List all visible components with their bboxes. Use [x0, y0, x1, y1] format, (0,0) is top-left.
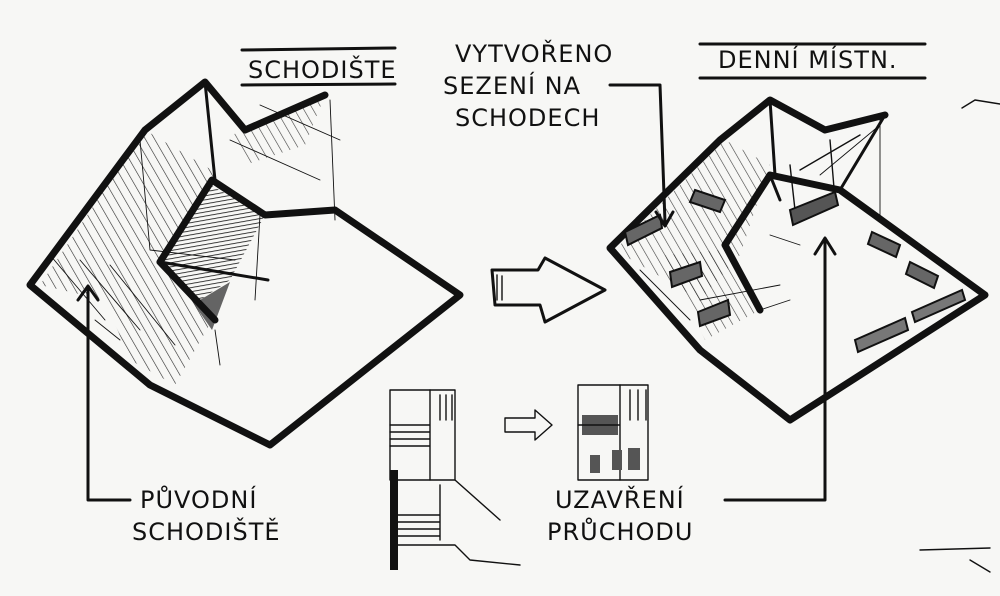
upper-stair-flight — [40, 130, 220, 300]
label-seating-line1: VYTVOŘENO — [455, 39, 613, 68]
stair-shadow — [165, 262, 230, 330]
day-room-construction — [639, 119, 881, 321]
pointer-day-room — [723, 236, 837, 502]
floor-edge — [158, 80, 270, 282]
transform-arrow — [490, 256, 607, 324]
small-arrow — [504, 409, 553, 441]
bench — [668, 260, 704, 289]
bench — [904, 260, 940, 290]
plan-before — [389, 389, 521, 570]
construction-lines — [49, 99, 341, 366]
label-closing-line2: PRŮCHODU — [547, 516, 693, 546]
bench — [866, 230, 902, 259]
closing-arrow-hint — [919, 547, 991, 573]
hanging-seat — [788, 134, 861, 227]
day-room-sketch — [606, 83, 1000, 573]
bench — [696, 298, 732, 328]
label-original-line1: PŮVODNÍ — [140, 484, 257, 514]
labels: SCHODIŠTE VYTVOŘENO SEZENÍ NA SCHODECH D… — [132, 39, 927, 546]
label-lounge-title: DENNÍ MÍSTN. — [718, 45, 898, 74]
bench — [688, 188, 727, 214]
bench — [623, 213, 664, 247]
bench — [910, 288, 967, 324]
upper-right-hatch — [232, 95, 325, 165]
plan-after — [577, 384, 649, 481]
label-seating-line3: SCHODECH — [455, 104, 600, 132]
bench — [853, 316, 910, 354]
margin-scribble — [961, 99, 1000, 109]
original-stair-sketch — [26, 78, 464, 502]
label-closing-line1: UZAVŘENÍ — [555, 485, 685, 514]
label-seating-line2: SEZENÍ NA — [443, 71, 581, 100]
label-original-line2: SCHODIŠTĚ — [132, 516, 281, 546]
dark-stairwell — [160, 185, 265, 300]
underline-stair-title — [240, 46, 397, 87]
label-stair-title: SCHODIŠTE — [248, 54, 397, 84]
underline-lounge-title — [698, 42, 927, 80]
pointer-seating — [608, 83, 675, 228]
pointer-original-stair — [76, 284, 132, 502]
